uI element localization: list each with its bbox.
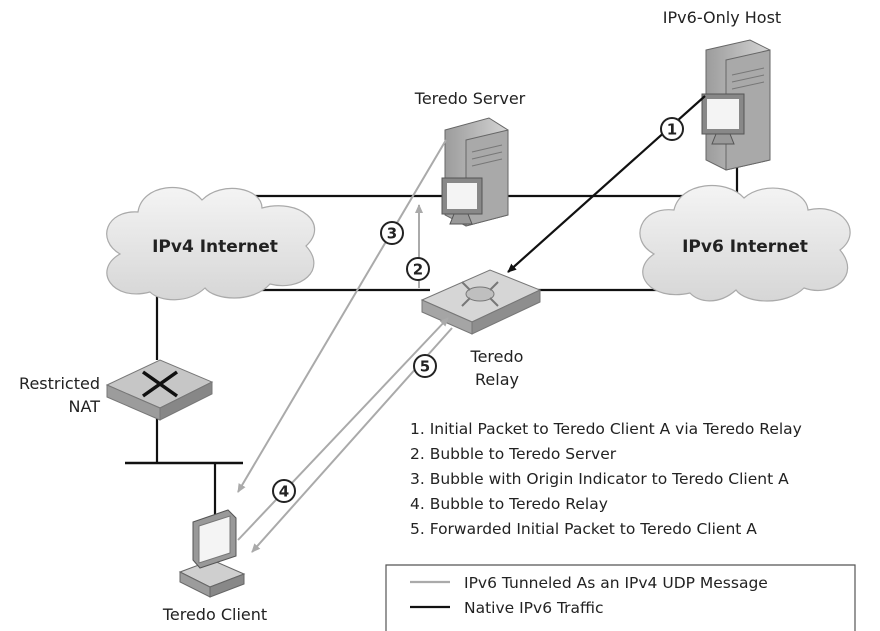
- teredo-client-computer-icon: [178, 509, 246, 598]
- flow-3-server-to-client: [237, 139, 447, 493]
- svg-text:3: 3: [387, 225, 397, 243]
- step-marker-3: 3: [380, 221, 404, 245]
- step-text-1: 1. Initial Packet to Teredo Client A via…: [410, 420, 802, 438]
- svg-text:5: 5: [420, 358, 430, 376]
- legend-tunneled-label: IPv6 Tunneled As an IPv4 UDP Message: [464, 574, 768, 592]
- legend: IPv6 Tunneled As an IPv4 UDP Message Nat…: [385, 564, 856, 631]
- ipv6-internet-cloud: [639, 185, 851, 302]
- nat-label-2: NAT: [69, 397, 101, 416]
- ipv6-host-label: IPv6-Only Host: [663, 8, 781, 27]
- ipv6-internet-label: IPv6 Internet: [682, 237, 808, 257]
- restricted-nat-icon: [105, 359, 214, 421]
- teredo-server-label: Teredo Server: [414, 89, 526, 108]
- teredo-server-icon: [441, 117, 509, 227]
- legend-native-label: Native IPv6 Traffic: [464, 599, 604, 617]
- step-text-4: 4. Bubble to Teredo Relay: [410, 495, 608, 513]
- teredo-relay-router-icon: [420, 269, 542, 335]
- step-marker-5: 5: [413, 354, 437, 378]
- tunneled-flows: [237, 139, 453, 553]
- ipv4-internet-label: IPv4 Internet: [152, 237, 278, 257]
- teredo-relay-label-1: Teredo: [470, 347, 524, 366]
- step-marker-1: 1: [660, 117, 684, 141]
- ipv4-internet-cloud: [106, 186, 316, 301]
- steps-list: 1. Initial Packet to Teredo Client A via…: [410, 420, 802, 538]
- svg-text:4: 4: [279, 483, 289, 501]
- nat-label-1: Restricted: [19, 374, 100, 393]
- step-marker-4: 4: [272, 479, 296, 503]
- step-text-3: 3. Bubble with Origin Indicator to Tered…: [410, 470, 789, 488]
- svg-text:1: 1: [667, 121, 677, 139]
- flow-4-client-to-relay: [237, 317, 449, 541]
- teredo-client-label: Teredo Client: [162, 605, 267, 624]
- step-text-2: 2. Bubble to Teredo Server: [410, 445, 617, 463]
- teredo-relay-label-2: Relay: [475, 370, 519, 389]
- svg-text:2: 2: [413, 261, 423, 279]
- step-marker-2: 2: [406, 257, 430, 281]
- ipv6-host-server-icon: [701, 39, 771, 171]
- step-text-5: 5. Forwarded Initial Packet to Teredo Cl…: [410, 520, 757, 538]
